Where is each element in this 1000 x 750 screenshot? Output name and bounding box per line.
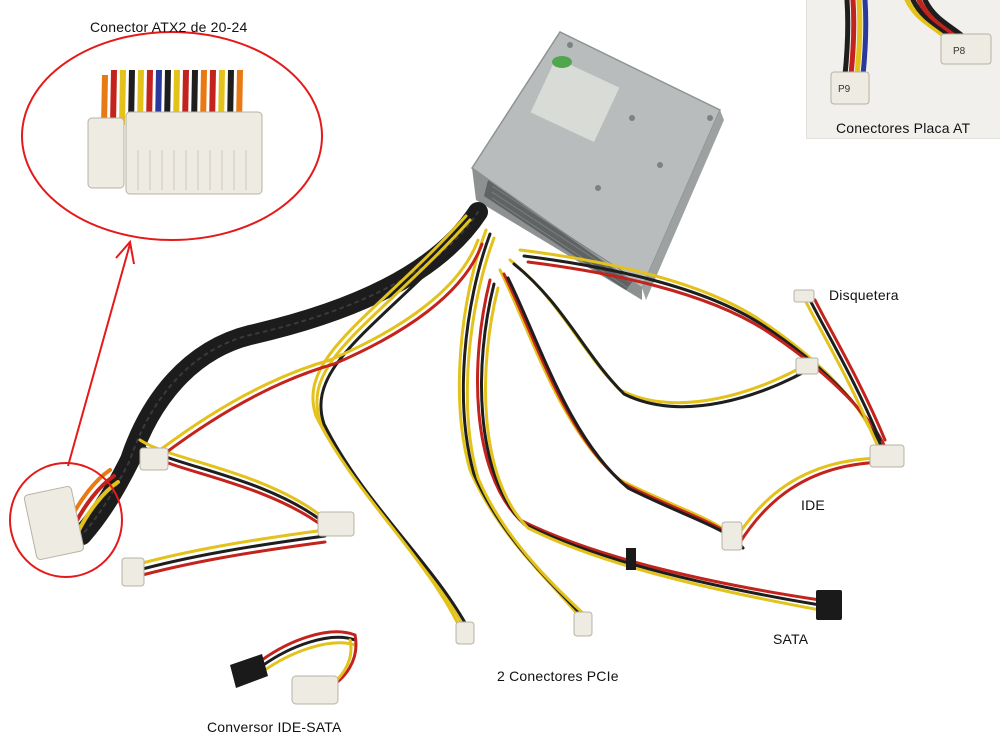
label-sata: SATA <box>773 631 809 647</box>
atx-24pin-connector <box>23 485 85 561</box>
pcie-connector-2 <box>573 611 593 637</box>
converter-molex-end <box>291 675 339 705</box>
zoom-arrow-line <box>67 243 131 467</box>
label-at-connectors: Conectores Placa AT <box>836 120 971 136</box>
sata-power-connector <box>816 590 842 620</box>
at-connector-p8: P9 <box>830 71 870 105</box>
ide-connector-right <box>869 444 905 468</box>
wire-runs <box>68 214 890 694</box>
label-pcie: 2 Conectores PCIe <box>497 668 619 684</box>
at-tag-right: P8 <box>953 46 966 57</box>
zoom-arrow-head <box>115 239 135 265</box>
molex-connector-left-bottom <box>121 557 145 587</box>
atx-zoom-circle <box>21 31 323 241</box>
label-ide-sata-converter: Conversor IDE-SATA <box>207 719 342 735</box>
molex-connector-left-top <box>139 447 169 471</box>
molex-connector-left-mid <box>317 511 355 537</box>
converter-sata-end <box>230 654 268 688</box>
at-connector-p9: P8 <box>940 33 992 65</box>
atx-sleeved-bundle <box>72 202 488 545</box>
sata-cable-clip <box>626 548 636 570</box>
molex-connector-upper <box>795 357 819 375</box>
pcie-connector-1 <box>455 621 475 645</box>
connectors <box>23 289 905 705</box>
label-ide: IDE <box>801 497 825 513</box>
label-atx-connector: Conector ATX2 de 20-24 <box>90 19 248 35</box>
at-connectors-photo: P9 P8 <box>830 0 992 105</box>
ide-connector-middle <box>721 521 743 551</box>
psu-label-sticker <box>530 58 620 142</box>
at-tag-left: P9 <box>838 84 851 95</box>
atx-connector-circle <box>9 462 123 578</box>
at-connectors-inset: P9 P8 <box>806 0 1000 139</box>
atx-zoom-detail <box>87 69 263 195</box>
floppy-connector <box>793 289 815 303</box>
label-floppy: Disquetera <box>829 287 899 303</box>
psu-badge <box>552 56 572 68</box>
